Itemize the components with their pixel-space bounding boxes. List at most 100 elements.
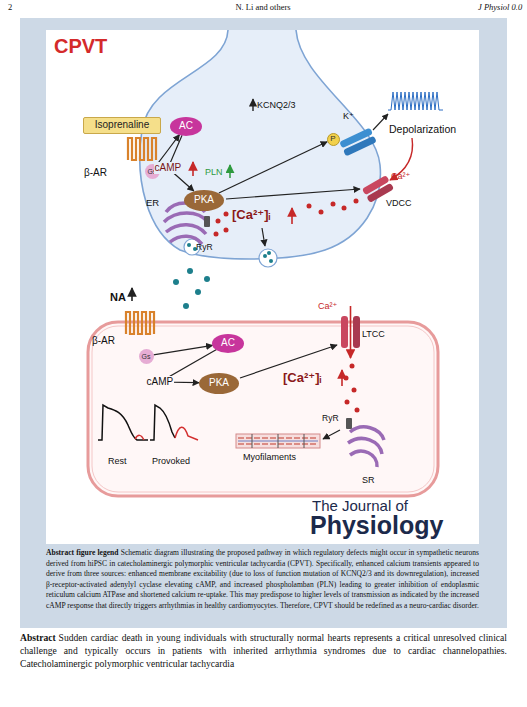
calcium-label: [Ca²⁺]ᵢ xyxy=(283,371,321,384)
calcium-dot xyxy=(345,400,350,405)
journal-logo: Physiology xyxy=(310,513,443,538)
diagram-title: CPVT xyxy=(54,36,107,56)
calcium-dot xyxy=(224,228,229,233)
calcium-dot xyxy=(342,206,347,211)
calcium-label: [Ca²⁺]ᵢ xyxy=(232,208,270,221)
action-potential xyxy=(150,405,175,440)
transmitter-dot xyxy=(269,259,273,263)
ryr-symbol xyxy=(346,418,352,429)
node-text: Isoprenaline xyxy=(95,120,149,130)
increase-arrow xyxy=(192,162,194,176)
increase-arrow xyxy=(291,208,293,224)
stimulus-box: Isoprenaline xyxy=(83,117,161,134)
node-text: P xyxy=(330,135,335,143)
text-paragraph: Abstract figure legendSchematic diagram … xyxy=(46,548,479,611)
er-cisterna xyxy=(166,225,206,234)
calcium-dot xyxy=(216,219,221,224)
transmitter-dot xyxy=(195,289,201,295)
er-cisterna xyxy=(164,213,208,222)
arrow xyxy=(226,189,360,199)
z-line xyxy=(252,434,253,448)
ion-label: K⁺ xyxy=(343,112,354,121)
edge-label: cAMP xyxy=(154,162,183,174)
vesicle xyxy=(259,249,277,267)
phosphate-circle: P xyxy=(327,133,340,146)
connector xyxy=(153,345,212,354)
kinase-ellipse: PKA xyxy=(184,190,224,211)
z-line xyxy=(304,434,305,448)
calcium-dot xyxy=(344,376,349,381)
calcium-dot xyxy=(354,199,359,204)
arrow xyxy=(373,114,388,130)
transmitter-dot xyxy=(173,279,179,285)
kinase-ellipse: PKA xyxy=(199,373,239,394)
ryr-symbol xyxy=(204,216,210,227)
calcium-dot xyxy=(352,388,357,393)
change-arrow xyxy=(252,99,253,111)
receptor-label: β-AR xyxy=(84,168,107,178)
node-text: AC xyxy=(221,338,235,348)
page-number: 2 xyxy=(8,3,12,12)
transmitter-dot xyxy=(187,243,191,247)
abstract-text: Sudden cardiac death in young individual… xyxy=(20,632,507,669)
transmitter-dot xyxy=(204,276,210,282)
legend-panel xyxy=(20,18,507,628)
transmitter-dot xyxy=(263,254,267,258)
depolarization-arrow xyxy=(390,138,413,180)
cell-membrane xyxy=(92,326,434,492)
ion-label: Ca²⁺ xyxy=(318,302,337,311)
arrow xyxy=(323,430,340,439)
g-protein-circle: Gs xyxy=(139,349,154,364)
calcium-dot xyxy=(350,364,355,369)
sr-cisterna xyxy=(350,451,377,467)
receptor-label: β-AR xyxy=(92,336,115,346)
enzyme-ellipse: AC xyxy=(170,117,202,136)
ltcc-symbol xyxy=(353,316,360,348)
channel-label: KCNQ2/3 xyxy=(257,101,296,110)
structure-label: Myofilaments xyxy=(243,453,296,462)
arrow xyxy=(262,228,265,246)
increase-arrow xyxy=(341,370,343,386)
process-label: Depolarization xyxy=(389,124,456,135)
transmitter-label: NA xyxy=(110,292,126,303)
increase-arrow xyxy=(229,165,231,178)
calcium-dot xyxy=(331,202,336,207)
trace-label: Rest xyxy=(108,457,127,466)
node-text: AC xyxy=(179,121,193,131)
spike-train xyxy=(388,92,443,110)
cardiomyocyte xyxy=(88,322,438,496)
calcium-dot xyxy=(355,408,360,413)
text-paragraph: AbstractSudden cardiac death in young in… xyxy=(20,631,507,670)
running-head: N. Li and others xyxy=(235,3,290,12)
channel-label: RyR xyxy=(196,243,213,252)
node-text: PKA xyxy=(194,195,214,205)
transmitter-dot xyxy=(267,251,271,255)
afterdepolarization xyxy=(135,435,144,440)
node-text: Gs xyxy=(142,353,151,360)
channel-subunit xyxy=(343,136,377,157)
figure-caption: Schematic diagram illustrating the propo… xyxy=(46,548,479,610)
journal-ref: J Physiol 0.0 xyxy=(478,3,522,12)
calcium-dot xyxy=(307,204,312,209)
neuron-terminal xyxy=(140,30,381,259)
channel-label: VDCC xyxy=(386,199,412,208)
ltcc-symbol xyxy=(341,316,348,348)
organelle-label: ER xyxy=(146,198,159,208)
receptor-symbol xyxy=(126,312,154,334)
connector xyxy=(219,142,327,193)
transmitter-dot xyxy=(183,303,189,309)
potassium-channel xyxy=(339,128,377,157)
figure-panel xyxy=(46,30,479,544)
abstract-heading: Abstract xyxy=(20,632,56,643)
protein-label: PLN xyxy=(205,168,223,177)
organelle-label: SR xyxy=(362,476,375,485)
enzyme-ellipse: AC xyxy=(212,334,244,353)
calcium-influx-arrow xyxy=(350,306,352,358)
z-line xyxy=(278,434,279,448)
calcium-dot xyxy=(214,232,219,237)
calcium-dot xyxy=(319,210,324,215)
trace-label: Provoked xyxy=(152,457,190,466)
journal-logo: The Journal of xyxy=(312,498,408,513)
afterdepolarization xyxy=(175,427,198,440)
